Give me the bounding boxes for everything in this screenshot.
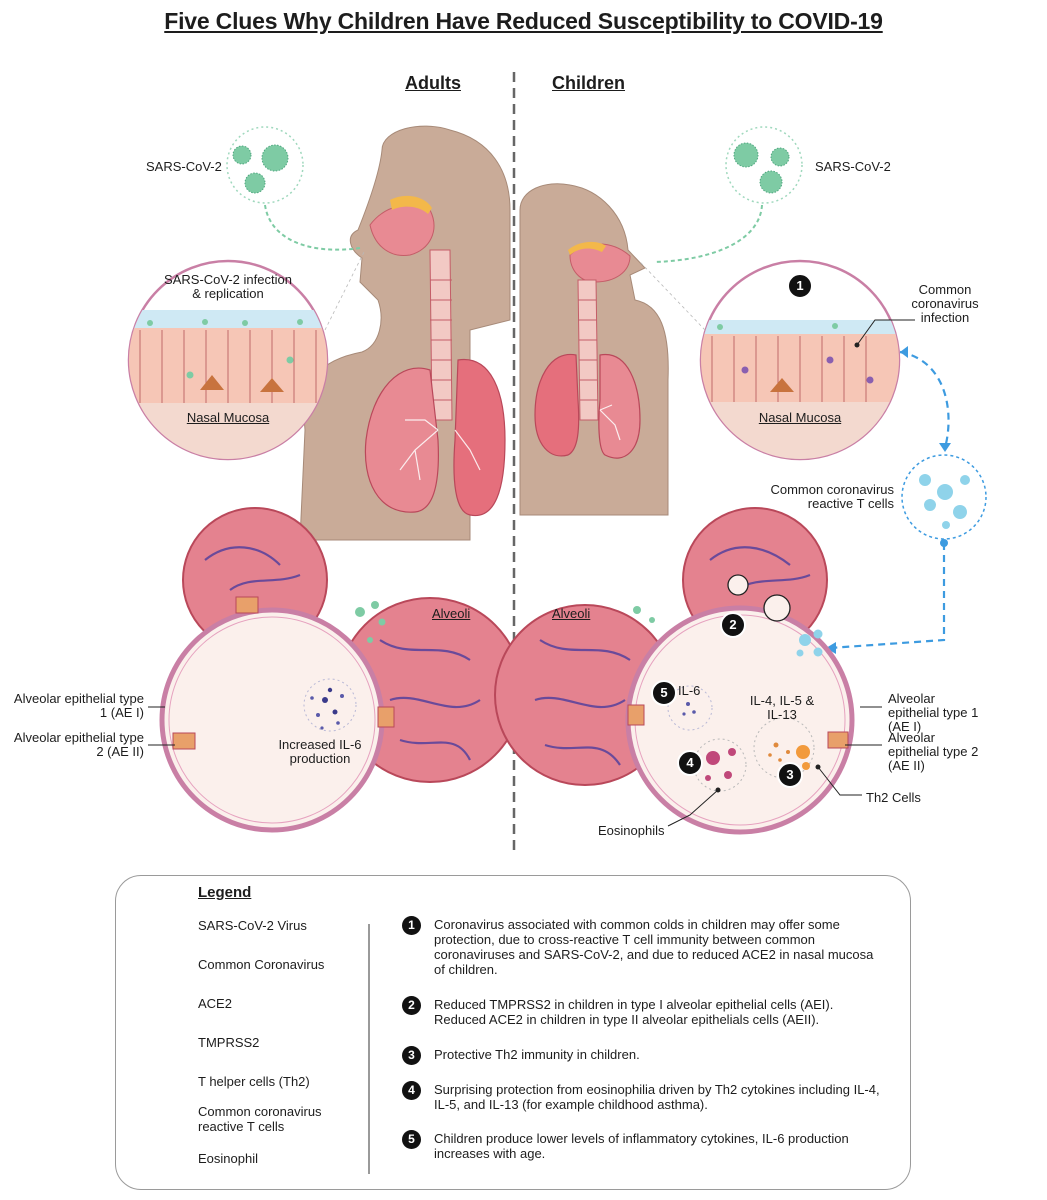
clue-number-5: 5 [402, 1130, 421, 1149]
adult-nasal-mucosa-circle [127, 259, 329, 461]
legend-item-eosinophil: Eosinophil [198, 1151, 258, 1166]
clue-number-1: 1 [402, 916, 421, 935]
adult-silhouette [299, 125, 511, 541]
clue-badge-4: 4 [677, 750, 703, 776]
children-column-heading: Children [552, 73, 626, 93]
child-il6-label: IL-6 [678, 683, 701, 698]
clue-number-4: 4 [402, 1081, 421, 1100]
reactive-t-cell-arrows [829, 350, 950, 650]
adult-alveoli [159, 507, 523, 833]
child-eosinophils-label: Eosinophils [598, 823, 665, 838]
child-ae1-label: Alveolar epithelial type 1 (AE I) [888, 691, 979, 734]
legend-item-tmprss2: TMPRSS2 [198, 1035, 260, 1050]
clue-badge-3: 3 [777, 762, 803, 788]
clue-text-1: Coronavirus associated with common colds… [434, 917, 874, 977]
leader-lines [148, 319, 915, 827]
child-alveoli-label: Alveoli [552, 606, 591, 621]
clue-number-3: 3 [402, 1046, 421, 1065]
legend-panel [115, 875, 911, 1190]
child-virus-cluster [654, 126, 803, 263]
legend-item-sars-cov-2: SARS-CoV-2 Virus [198, 918, 307, 933]
clue-number-2: 2 [402, 996, 421, 1015]
clue-text-3: Protective Th2 immunity in children. [434, 1047, 640, 1062]
clue-text-5: Children produce lower levels of inflamm… [434, 1131, 849, 1161]
adult-alveoli-label: Alveoli [432, 606, 471, 621]
adult-virus-label: SARS-CoV-2 [146, 159, 222, 174]
adult-il6-label: Increased IL-6 production [278, 737, 362, 766]
legend-item-common-coronavirus: Common Coronavirus [198, 957, 325, 972]
adult-mucosa-label: Nasal Mucosa [186, 410, 270, 425]
child-th2-label: Th2 Cells [866, 790, 921, 805]
legend-item-ace2: ACE2 [198, 996, 232, 1011]
adult-ae2-label: Alveolar epithelial type 2 (AE II) [13, 730, 144, 759]
child-alveoli [494, 507, 855, 835]
child-il4-label: IL-4, IL-5 & IL-13 [749, 693, 815, 722]
clue-badge-5: 5 [651, 680, 677, 706]
child-tcells-label: Common coronavirus reactive T cells [770, 482, 894, 511]
adult-infection-label: SARS-CoV-2 infection & replication [164, 272, 292, 301]
child-common-infection-label: Common coronavirus infection [911, 282, 979, 325]
legend-item-reactive-t-cells: Common coronavirus reactive T cells [198, 1104, 322, 1134]
legend-divider [368, 924, 370, 1174]
clue-text-4: Surprising protection from eosinophilia … [434, 1082, 880, 1112]
clue-badge-2: 2 [720, 612, 746, 638]
adult-ae1-label: Alveolar epithelial type 1 (AE I) [13, 691, 144, 720]
clue-text-2: Reduced TMPRSS2 in children in type I al… [434, 997, 834, 1027]
adult-virus-cluster [226, 126, 361, 251]
legend-title: Legend [198, 884, 252, 901]
reactive-t-cell-cluster [901, 454, 987, 540]
child-mucosa-label: Nasal Mucosa [758, 410, 842, 425]
child-silhouette [519, 183, 669, 516]
adults-column-heading: Adults [405, 73, 461, 93]
clue-badge-1: 1 [787, 273, 813, 299]
child-virus-label: SARS-CoV-2 [815, 159, 891, 174]
child-ae2-label: Alveolar epithelial type 2 (AE II) [888, 730, 979, 773]
page-title: Five Clues Why Children Have Reduced Sus… [164, 8, 883, 34]
legend-item-th2: T helper cells (Th2) [198, 1074, 310, 1089]
